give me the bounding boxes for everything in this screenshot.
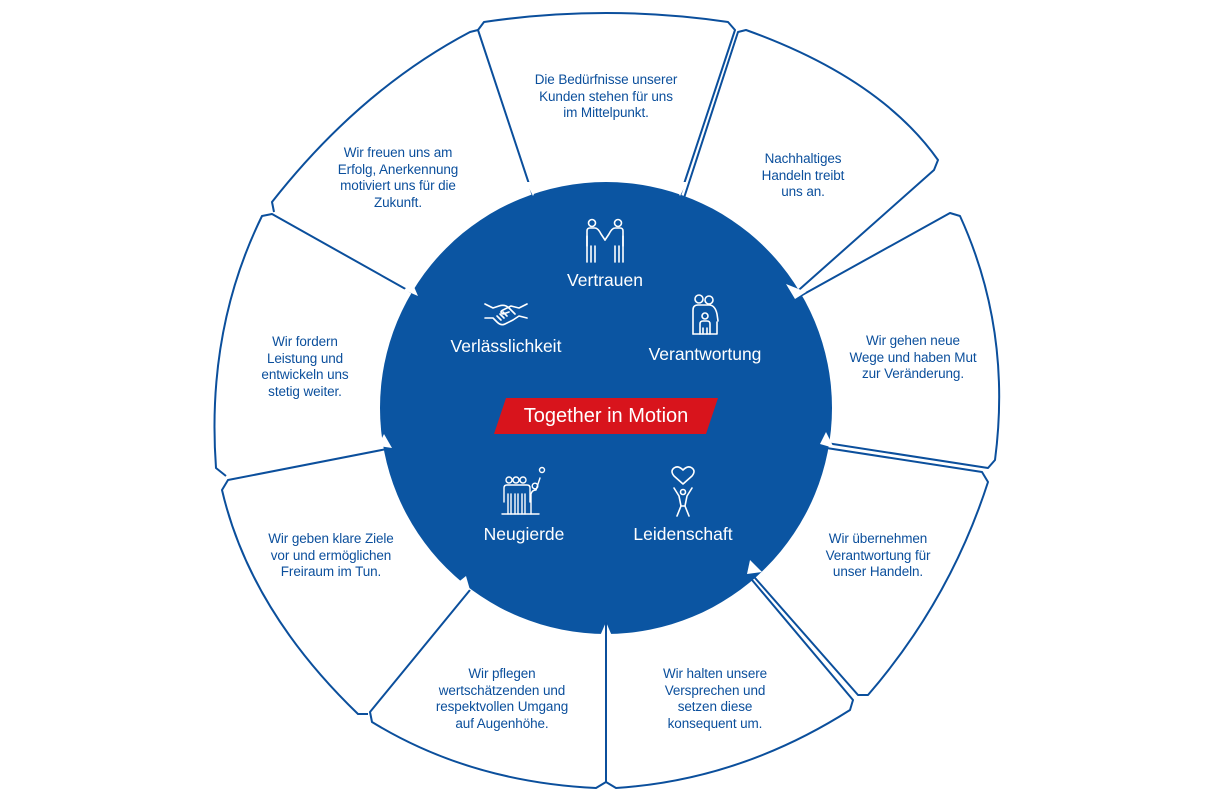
segment-text-change: Wir gehen neue Wege und haben Mut zur Ve… (823, 333, 1003, 383)
family-icon (692, 294, 719, 335)
text-line: Versprechen und (664, 682, 766, 698)
segment-outline-bottom-left (369, 589, 607, 789)
together-in-motion-banner: Together in Motion (494, 398, 718, 434)
text-line: Wege und haben Mut (849, 349, 977, 365)
text-line: Wir pflegen (468, 666, 536, 681)
text-line: Verantwortung für (825, 547, 931, 563)
text-line: im Mittelpunkt. (563, 105, 649, 120)
value-vertrauen: Vertrauen (505, 218, 705, 291)
text-line: Zukunft. (374, 194, 422, 210)
segment-outline-bottom-right (747, 446, 989, 696)
segment-outline-left-lower (221, 447, 393, 715)
value-label: Neugierde (483, 524, 565, 544)
segment-text-responsibility: Wir übernehmen Verantwortung für unser H… (788, 531, 968, 581)
segment-outline-bottom (605, 573, 854, 789)
value-label: Verlässlichkeit (450, 336, 562, 356)
text-line: stetig weiter. (268, 383, 342, 399)
value-neugierde: Neugierde (424, 466, 624, 545)
outer-ring (213, 12, 1001, 789)
segment-text-customers: Die Bedürfnisse unserer Kunden stehen fü… (516, 72, 696, 122)
text-line: respektvollen Umgang (435, 699, 569, 714)
text-line: entwickeln uns (261, 367, 349, 382)
text-line: vor und ermöglichen (270, 547, 392, 563)
text-line: Nachhaltiges (764, 151, 842, 166)
segment-outline-top (477, 12, 736, 197)
value-verantwortung: Verantwortung (605, 294, 805, 365)
group-idea-icon (501, 466, 546, 515)
text-line: Handeln treibt (761, 167, 845, 183)
text-line: auf Augenhöhe. (455, 715, 549, 731)
heart-person-icon (671, 466, 695, 517)
segment-text-respect: Wir pflegen wertschätzenden und respektv… (412, 666, 592, 732)
text-line: Wir fordern (272, 334, 338, 349)
text-line: Wir geben klare Ziele (268, 531, 394, 546)
segment-text-sustainability: Nachhaltiges Handeln treibt uns an. (713, 151, 893, 201)
disk-notches (378, 182, 834, 636)
segment-text-success: Wir freuen uns am Erfolg, Anerkennung mo… (308, 145, 488, 211)
text-line: Erfolg, Anerkennung (337, 161, 459, 177)
handshake-icon (484, 303, 528, 326)
text-line: konsequent um. (667, 715, 763, 731)
value-leidenschaft: Leidenschaft (583, 466, 783, 545)
text-line: unser Handeln. (832, 564, 924, 579)
text-line: setzen diese (677, 699, 753, 714)
segment-outline-right (794, 212, 1001, 469)
text-line: Wir halten unsere (662, 666, 768, 681)
text-line: Die Bedürfnisse unserer (534, 72, 678, 87)
banner-shape (494, 398, 718, 434)
text-line: zur Veränderung. (862, 366, 964, 381)
text-line: motiviert uns für die (340, 178, 456, 193)
text-line: Leistung und (266, 350, 344, 366)
value-label: Verantwortung (648, 344, 762, 364)
text-line: uns an. (781, 184, 825, 199)
text-line: wertschätzenden und (438, 682, 566, 698)
value-verlaesslichkeit: Verlässlichkeit (406, 300, 606, 357)
text-line: Wir übernehmen (828, 531, 928, 546)
segment-outline-top-left (271, 29, 479, 213)
segment-outline-top-right (683, 29, 939, 297)
text-line: Wir freuen uns am (343, 145, 453, 160)
handshake-people-icon (586, 218, 624, 263)
value-label: Vertrauen (567, 270, 643, 290)
text-line: Kunden stehen für uns (539, 88, 673, 104)
segment-text-promises: Wir halten unsere Versprechen und setzen… (625, 666, 805, 732)
text-line: Wir gehen neue (866, 333, 960, 348)
banner-text: Together in Motion (523, 405, 689, 427)
value-label: Leidenschaft (633, 524, 733, 544)
segment-text-performance: Wir fordern Leistung und entwickeln uns … (215, 334, 395, 400)
segment-outline-left-upper (213, 213, 419, 477)
segment-text-goals: Wir geben klare Ziele vor und ermögliche… (241, 531, 421, 581)
text-line: Freiraum im Tun. (280, 564, 382, 579)
